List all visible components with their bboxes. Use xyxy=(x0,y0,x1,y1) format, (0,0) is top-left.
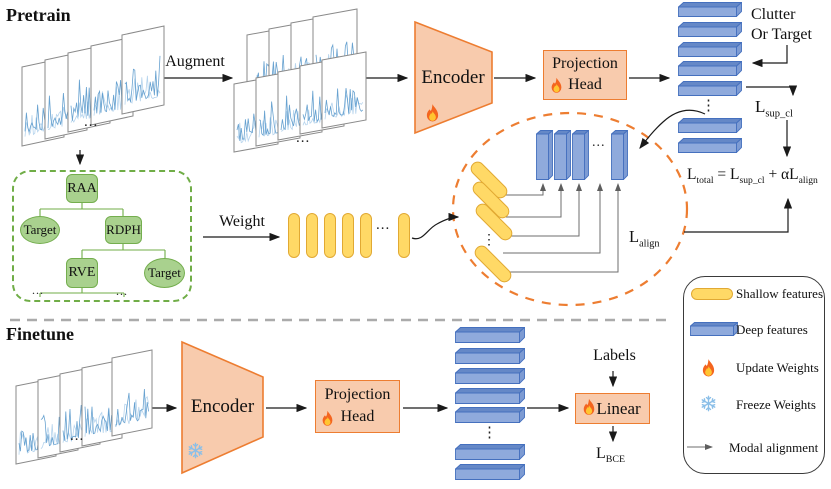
loss-align-formula: Lalign xyxy=(629,227,660,250)
finetune-input-signal-stack xyxy=(14,348,154,466)
augmented-signal-stack xyxy=(232,7,368,154)
augment-label: Augment xyxy=(165,53,225,70)
deep-feature-bar xyxy=(553,129,572,181)
deep-feature-bar xyxy=(677,117,743,134)
weight-label: Weight xyxy=(219,213,265,230)
deep-stack-bottom-vdots: ⋮ xyxy=(482,425,498,441)
projection-head-label-line1: Projection xyxy=(324,386,391,403)
curve-deep-stack-to-ellipse xyxy=(639,109,706,149)
flame-icon xyxy=(321,410,334,427)
finetune-section-title: Finetune xyxy=(6,324,75,344)
shallow-feature-bar xyxy=(342,213,354,258)
augment-tree-box xyxy=(12,170,192,302)
curve-shallow-row-to-ellipse xyxy=(411,212,460,240)
legend-label-modal: Modal alignment xyxy=(729,440,819,455)
projection-head-label-line2: Head xyxy=(568,76,602,93)
ellipse-deep-ellipsis: ... xyxy=(592,135,606,150)
deep-feature-bar xyxy=(677,137,743,154)
tree-leaf-ellipsis-left: ... xyxy=(32,283,44,297)
shallow-feature-bar xyxy=(398,213,410,258)
projection-head-label-line2: Head xyxy=(340,408,375,425)
pretrain-stack-ellipsis: ... xyxy=(84,114,99,130)
legend-label-shallow: Shallow features xyxy=(736,286,824,301)
shallow-feature-bar xyxy=(306,213,318,258)
encoder-trapezoid-finetune xyxy=(181,340,264,475)
modal-alignment-arrow-3 xyxy=(510,183,582,237)
modal-alignment-arrow-1 xyxy=(503,183,546,196)
tree-node-rdph: RDPH xyxy=(105,216,142,244)
shallow-row-ellipsis: ... xyxy=(376,217,391,233)
arrow-align-to-total xyxy=(684,197,793,233)
loss-bce-formula: LBCE xyxy=(596,445,626,466)
alignment-ellipse xyxy=(451,111,689,307)
tree-node-target-left: Target xyxy=(20,216,60,244)
encoder-label-pretrain: Encoder xyxy=(421,67,485,88)
encoder-trapezoid-pretrain xyxy=(414,20,493,135)
finetune-stack-ellipsis: ... xyxy=(70,428,85,444)
legend-label-deep: Deep features xyxy=(736,322,808,337)
ellipse-shallow-vdots: ⋮ xyxy=(482,233,497,248)
deep-feature-bar xyxy=(454,463,526,481)
deep-feature-bar xyxy=(677,1,743,18)
modal-alignment-arrow-2 xyxy=(506,183,564,218)
flame-icon xyxy=(425,103,440,123)
deep-feature-bar xyxy=(677,41,743,58)
deep-feature-bar xyxy=(454,347,526,365)
legend-label-update: Update Weights xyxy=(736,360,819,375)
pretrain-section-title: Pretrain xyxy=(6,5,71,25)
projection-head-label-line1: Projection xyxy=(552,55,618,72)
shallow-feature-bar xyxy=(324,213,336,258)
modal-alignment-arrow-5 xyxy=(507,183,621,273)
labels-input-label: Labels xyxy=(593,347,636,364)
arrow-clutter-to-deep-stack xyxy=(751,45,788,68)
deep-feature-bar xyxy=(677,60,743,77)
deep-feature-bar xyxy=(454,443,526,461)
tree-node-rve: RVE xyxy=(66,258,98,288)
snowflake-icon xyxy=(187,442,204,459)
clutter-or-target-label: Clutter Or Target xyxy=(751,5,812,45)
deep-feature-bar xyxy=(454,367,526,385)
loss-supcl-formula: Lsup_cl xyxy=(755,97,793,120)
snowflake-icon xyxy=(700,395,717,412)
deep-feature-bar xyxy=(535,129,554,181)
encoder-label-finetune: Encoder xyxy=(190,396,255,417)
legend-label-freeze: Freeze Weights xyxy=(736,397,816,412)
modal-alignment-arrow-4 xyxy=(503,183,603,254)
shallow-feature-bar xyxy=(360,213,372,258)
deep-stack-top-vdots: ⋮ xyxy=(701,98,717,114)
tree-connectors xyxy=(39,203,166,297)
shallow-feature-bar xyxy=(288,213,300,258)
tree-node-target-right: Target xyxy=(144,258,185,288)
tree-leaf-ellipsis-right: ... xyxy=(116,284,128,298)
deep-feature-bar xyxy=(677,21,743,38)
deep-feature-bar xyxy=(454,326,526,344)
shallow-feature-bar-icon xyxy=(691,288,733,300)
legend-box xyxy=(683,276,825,474)
deep-feature-bar xyxy=(454,406,526,424)
deep-feature-bar xyxy=(677,80,743,97)
total-loss-formula: Ltotal = Lsup_cl + αLalign xyxy=(687,166,818,187)
clutter-line1: Clutter xyxy=(751,6,796,23)
flame-icon xyxy=(550,77,563,94)
linear-label: Linear xyxy=(596,399,641,418)
tree-node-raa: RAA xyxy=(66,174,98,203)
clutter-line2: Or Target xyxy=(751,26,812,43)
augmented-stack-ellipsis: ... xyxy=(296,130,311,146)
arrow-deep-stack-to-supcl xyxy=(746,85,798,97)
flame-icon xyxy=(582,398,596,416)
deep-feature-bar xyxy=(571,129,590,181)
flame-icon xyxy=(701,358,716,378)
deep-feature-bar xyxy=(610,129,629,181)
pretrain-input-signal-stack xyxy=(20,24,166,148)
deep-feature-bar-icon xyxy=(689,321,739,337)
deep-feature-bar xyxy=(454,387,526,405)
